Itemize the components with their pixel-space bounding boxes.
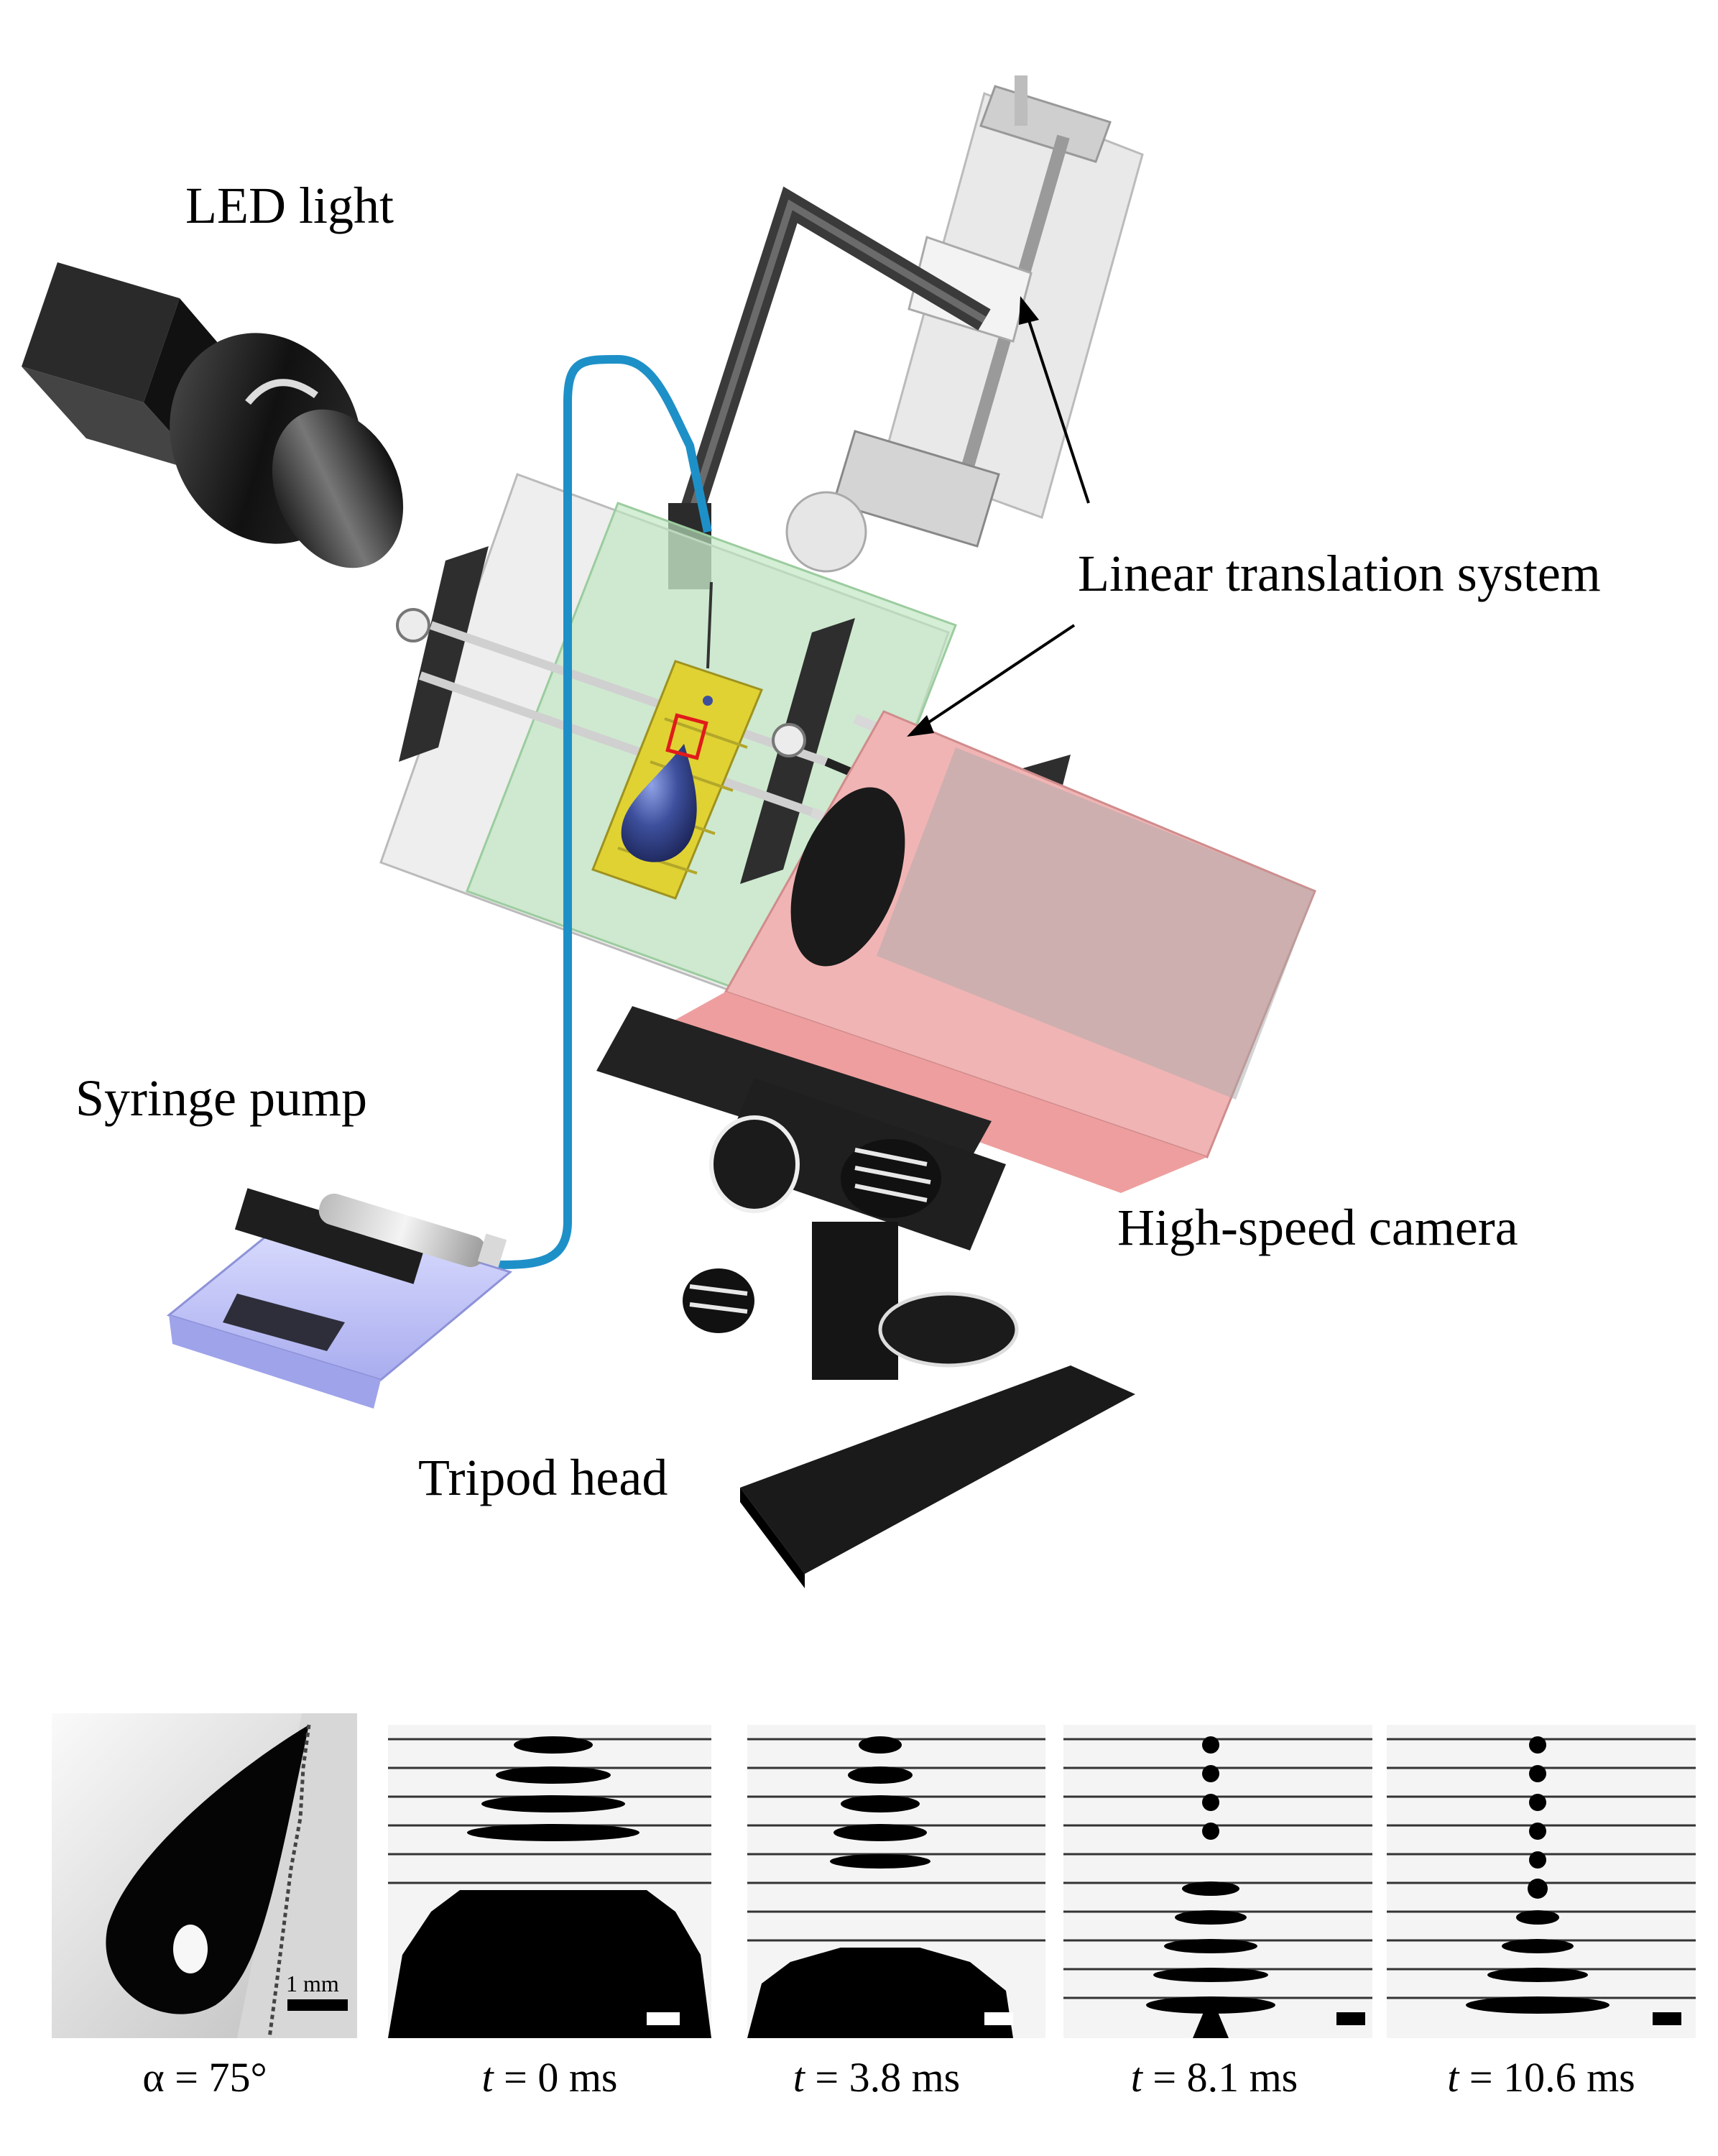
drop-scale-bar (287, 1999, 348, 2011)
drop-scale-label: 1 mm (286, 1971, 339, 1996)
frame-3-caption: t = 10.6 ms (1390, 2057, 1692, 2099)
frame-3-time: = 10.6 ms (1459, 2054, 1635, 2101)
linear-translation-system (668, 75, 1144, 589)
frame-0-time: = 0 ms (493, 2054, 618, 2101)
frame-panel-0 (388, 1725, 711, 2038)
linear-arrow-upper (1019, 296, 1090, 504)
frame-1-time: = 3.8 ms (804, 2054, 961, 2101)
syringe-pump-label: Syringe pump (75, 1069, 367, 1127)
frame-panel-3 (1387, 1725, 1696, 2038)
frame-2-scale-bar (1336, 2012, 1365, 2025)
frame-panel-1 (747, 1725, 1045, 2038)
frame-2-time: = 8.1 ms (1142, 2054, 1298, 2101)
tripod-head (683, 1078, 1135, 1588)
drop-caption: α = 75° (142, 2054, 267, 2101)
frame-2-caption: t = 8.1 ms (1063, 2057, 1365, 2099)
frame-3-t: t (1447, 2054, 1459, 2101)
frame-3-scale-bar (1653, 2012, 1681, 2025)
frame-1-scale-bar (984, 2012, 1013, 2025)
frame-0-scale-label: 200 μm (616, 1979, 688, 2005)
syringe-pump (166, 1188, 513, 1409)
linear-translation-label: Linear translation system (1078, 545, 1601, 602)
frame-1-caption: t = 3.8 ms (726, 2057, 1027, 2099)
frame-0-scale-bar (647, 2012, 680, 2025)
led-light (22, 262, 404, 568)
led-light-label: LED light (185, 177, 394, 234)
drop-photo (52, 1713, 357, 2039)
fiber-chip (591, 581, 764, 900)
tripod-head-label: Tripod head (418, 1449, 668, 1506)
frame-panel-2 (1063, 1725, 1372, 2038)
tubing (495, 354, 712, 1269)
high-speed-camera-label: High-speed camera (1117, 1199, 1518, 1256)
frame-0-t: t (481, 2054, 494, 2101)
linear-arrow-lower (907, 624, 1076, 737)
frame-1-t: t (793, 2054, 805, 2101)
frame-2-t: t (1130, 2054, 1142, 2101)
frame-0-caption: t = 0 ms (399, 2057, 701, 2099)
